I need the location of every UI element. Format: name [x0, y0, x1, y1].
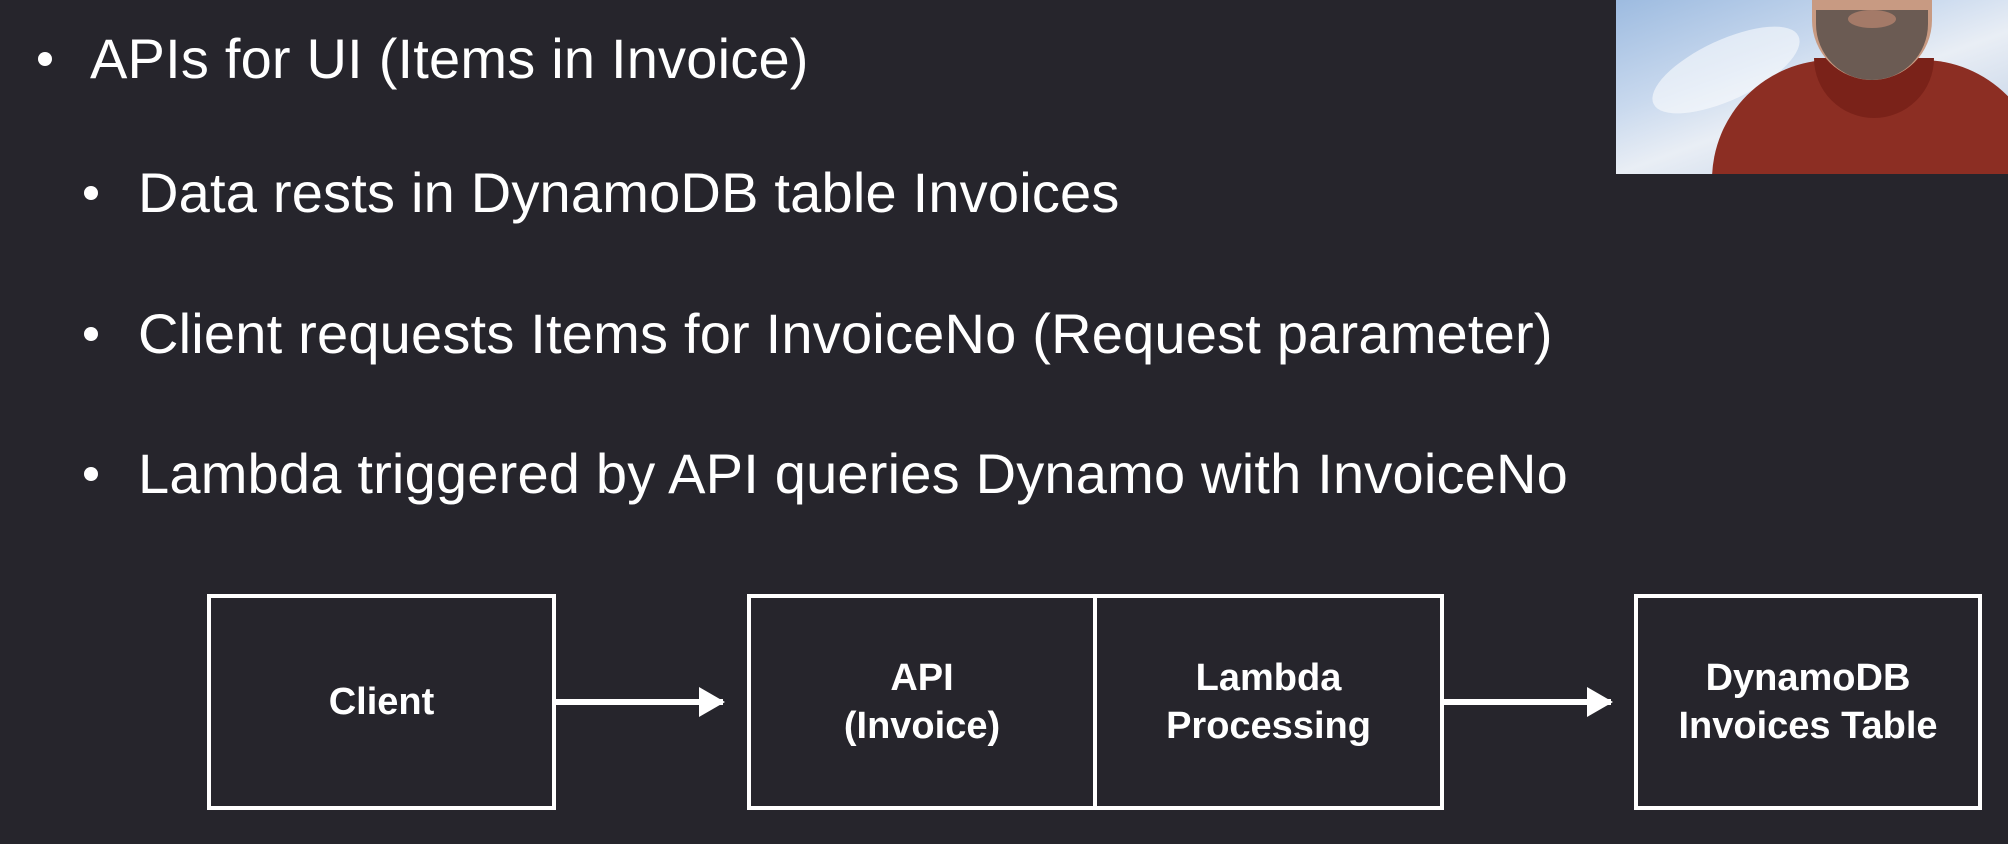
bullet-text: Data rests in DynamoDB table Invoices	[138, 161, 1120, 224]
dynamodb-label-line1: DynamoDB	[1705, 657, 1911, 699]
bullet-dot	[84, 466, 98, 481]
lambda-label-line2: Processing	[1166, 705, 1371, 747]
client-label: Client	[328, 681, 435, 723]
bullet-sub-1: Data rests in DynamoDB table Invoices	[84, 160, 1120, 225]
lambda-to-dynamo-arrow	[1444, 687, 1613, 717]
bullet-dot	[38, 51, 52, 66]
bullet-main: APIs for UI (Items in Invoice)	[38, 26, 809, 91]
bullet-text: Lambda triggered by API queries Dynamo w…	[138, 442, 1569, 505]
bullet-dot	[84, 185, 98, 200]
dynamodb-box: DynamoDB Invoices Table	[1634, 594, 1982, 810]
client-box: Client	[207, 594, 556, 810]
bullet-dot	[84, 326, 98, 341]
bullet-text: Client requests Items for InvoiceNo (Req…	[138, 302, 1553, 365]
lambda-box: Lambda Processing	[1093, 594, 1444, 810]
api-box: API (Invoice)	[747, 594, 1097, 810]
dynamodb-label-line2: Invoices Table	[1678, 705, 1938, 747]
bullet-text: APIs for UI (Items in Invoice)	[90, 27, 809, 90]
client-to-api-arrow	[556, 687, 725, 717]
bullet-sub-3: Lambda triggered by API queries Dynamo w…	[84, 441, 1568, 506]
presenter-webcam	[1616, 0, 2008, 174]
api-label-line1: API	[890, 657, 954, 699]
lambda-label-line1: Lambda	[1195, 657, 1342, 699]
api-label-line2: (Invoice)	[843, 705, 1001, 747]
bullet-sub-2: Client requests Items for InvoiceNo (Req…	[84, 301, 1553, 366]
